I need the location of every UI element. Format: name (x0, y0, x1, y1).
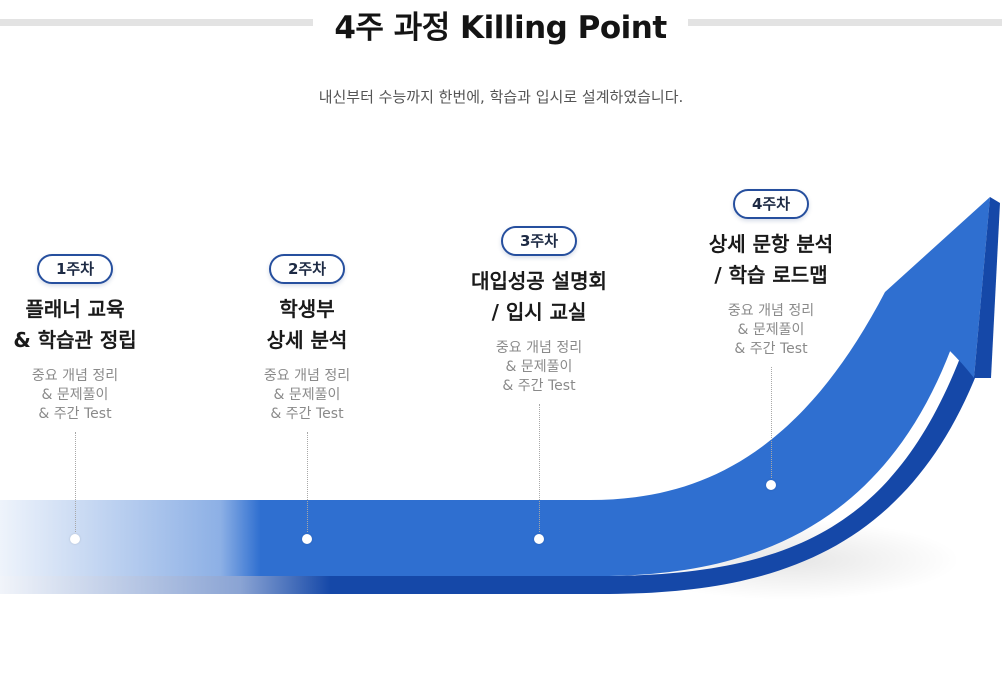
step-description: 중요 개념 정리 & 문제풀이 & 주간 Test (495, 340, 583, 394)
week-badge: 2주차 (269, 254, 345, 284)
page-title: 4주 과정 Killing Point (334, 10, 667, 46)
week-badge: 4주차 (733, 189, 809, 219)
step-2-connector (307, 432, 308, 532)
step-3: 3주차 대입성공 설명회 / 입시 교실 중요 개념 정리 & 문제풀이 & 주… (439, 226, 639, 396)
step-title: 플래너 교육 & 학습관 정립 (13, 297, 137, 352)
step-title: 대입성공 설명회 / 입시 교실 (471, 269, 607, 324)
step-title: 상세 문항 분석 / 학습 로드맵 (708, 232, 834, 287)
step-title: 학생부 상세 분석 (266, 297, 348, 352)
title-divider-left (0, 19, 313, 26)
step-description: 중요 개념 정리 & 문제풀이 & 주간 Test (31, 368, 119, 422)
step-3-marker (534, 534, 544, 544)
page-subtitle: 내신부터 수능까지 한번에, 학습과 입시로 설계하였습니다. (318, 88, 684, 106)
step-2: 2주차 학생부 상세 분석 중요 개념 정리 & 문제풀이 & 주간 Test (207, 254, 407, 424)
step-description: 중요 개념 정리 & 문제풀이 & 주간 Test (263, 368, 351, 422)
week-badge: 3주차 (501, 226, 577, 256)
week-badge: 1주차 (37, 254, 113, 284)
title-divider-right (688, 19, 1002, 26)
step-4-connector (771, 367, 772, 478)
step-4-marker (766, 480, 776, 490)
step-3-connector (539, 404, 540, 532)
step-1-marker (70, 534, 80, 544)
arrow-head-right-face (974, 197, 1000, 378)
step-1: 1주차 플래너 교육 & 학습관 정립 중요 개념 정리 & 문제풀이 & 주간… (0, 254, 175, 424)
arrow-body (0, 197, 990, 576)
step-description: 중요 개념 정리 & 문제풀이 & 주간 Test (727, 303, 815, 357)
step-2-marker (302, 534, 312, 544)
header: 4주 과정 Killing Point (0, 0, 1002, 50)
step-4: 4주차 상세 문항 분석 / 학습 로드맵 중요 개념 정리 & 문제풀이 & … (671, 189, 871, 359)
step-1-connector (75, 432, 76, 532)
